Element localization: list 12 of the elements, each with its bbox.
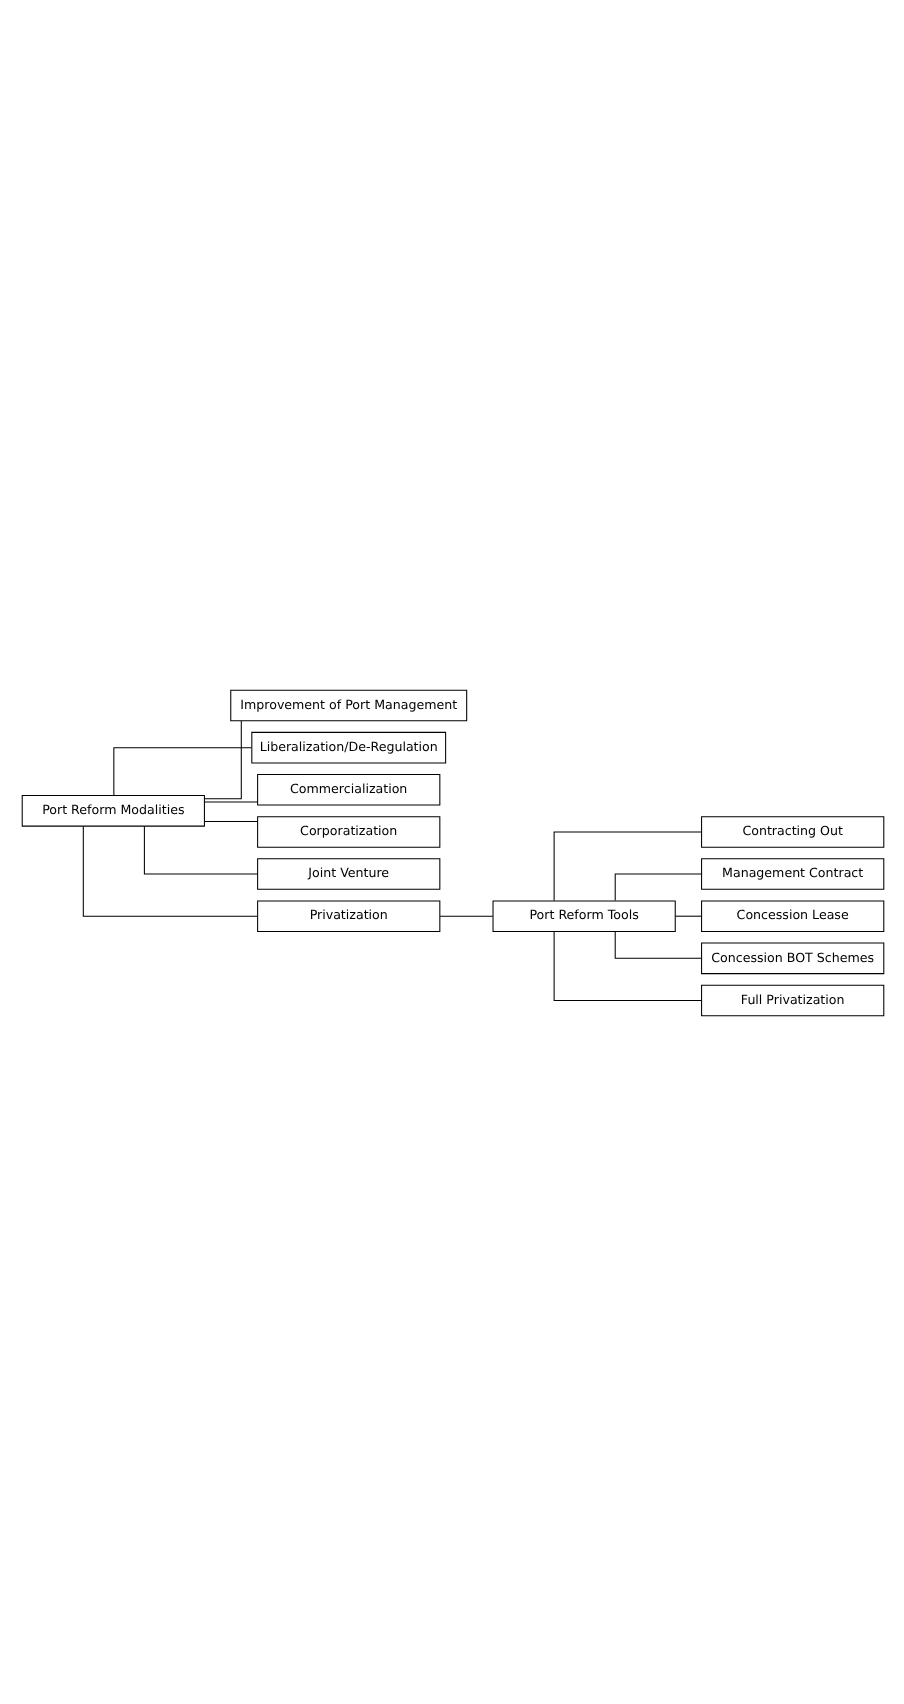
connector [112,746,252,796]
connector [552,830,701,901]
connector [203,819,257,821]
connector [81,824,257,916]
connector [613,872,701,901]
connector [673,914,701,916]
connector [203,800,257,802]
connector [438,914,493,916]
connector [613,930,701,958]
connector [142,824,258,874]
connector [552,930,701,1000]
connector [203,719,241,799]
